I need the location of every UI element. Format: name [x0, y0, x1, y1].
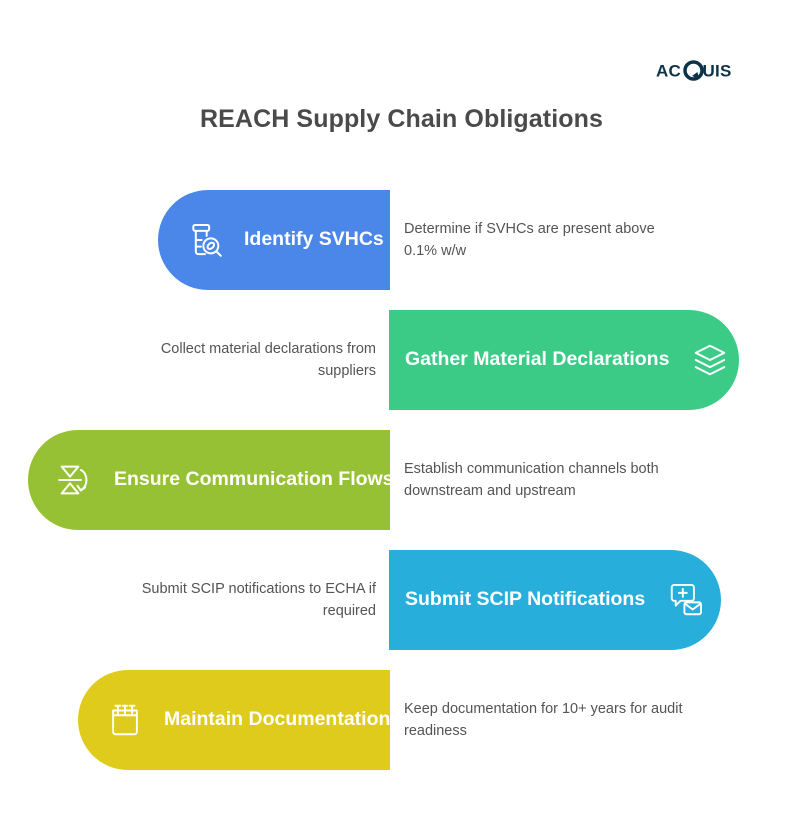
step-pill-maintain-documentation[interactable]: Maintain Documentation	[78, 670, 390, 770]
step-description-identify-svhcs: Determine if SVHCs are present above 0.1…	[404, 220, 655, 259]
step-description-gather-material-declarations: Collect material declarations from suppl…	[160, 340, 376, 379]
steps-list: Identify SVHCs Determine if SVHCs are pr…	[0, 180, 803, 780]
step-row: Collect material declarations from suppl…	[0, 300, 803, 420]
step-pill-gather-material-declarations[interactable]: Gather Material Declarations	[389, 310, 739, 410]
step-label: Submit SCIP Notifications	[405, 588, 646, 611]
step-pill-ensure-communication-flows[interactable]: Ensure Communication Flows	[28, 430, 394, 530]
step-label: Identify SVHCs	[244, 228, 384, 251]
step-row: Submit SCIP notifications to ECHA if req…	[0, 540, 803, 660]
step-label: Gather Material Declarations	[405, 348, 670, 371]
step-row: Maintain Documentation Keep documentatio…	[0, 660, 803, 780]
svg-text:UIS: UIS	[703, 62, 732, 81]
step-row: Ensure Communication Flows Establish com…	[0, 420, 803, 540]
step-label: Ensure Communication Flows	[114, 468, 394, 491]
step-description-maintain-documentation: Keep documentation for 10+ years for aud…	[404, 700, 683, 739]
svg-text:AC: AC	[656, 62, 681, 81]
envelope-plus-notification-icon	[665, 579, 707, 621]
step-label: Maintain Documentation	[164, 708, 391, 731]
pill-bottle-magnifier-icon	[184, 219, 226, 261]
brand-logo: AC UIS	[656, 56, 761, 86]
acquis-wordmark-icon: AC UIS	[656, 60, 732, 81]
page-title: REACH Supply Chain Obligations	[199, 105, 603, 133]
step-description-ensure-communication-flows: Establish communication channels both do…	[404, 460, 659, 499]
notepad-calendar-icon	[104, 699, 146, 741]
step-description-submit-scip-notifications: Submit SCIP notifications to ECHA if req…	[141, 580, 376, 619]
step-pill-identify-svhcs[interactable]: Identify SVHCs	[158, 190, 390, 290]
bidirectional-flow-icon	[54, 459, 96, 501]
step-pill-submit-scip-notifications[interactable]: Submit SCIP Notifications	[389, 550, 721, 650]
layers-stack-icon	[689, 339, 731, 381]
step-row: Identify SVHCs Determine if SVHCs are pr…	[0, 180, 803, 300]
